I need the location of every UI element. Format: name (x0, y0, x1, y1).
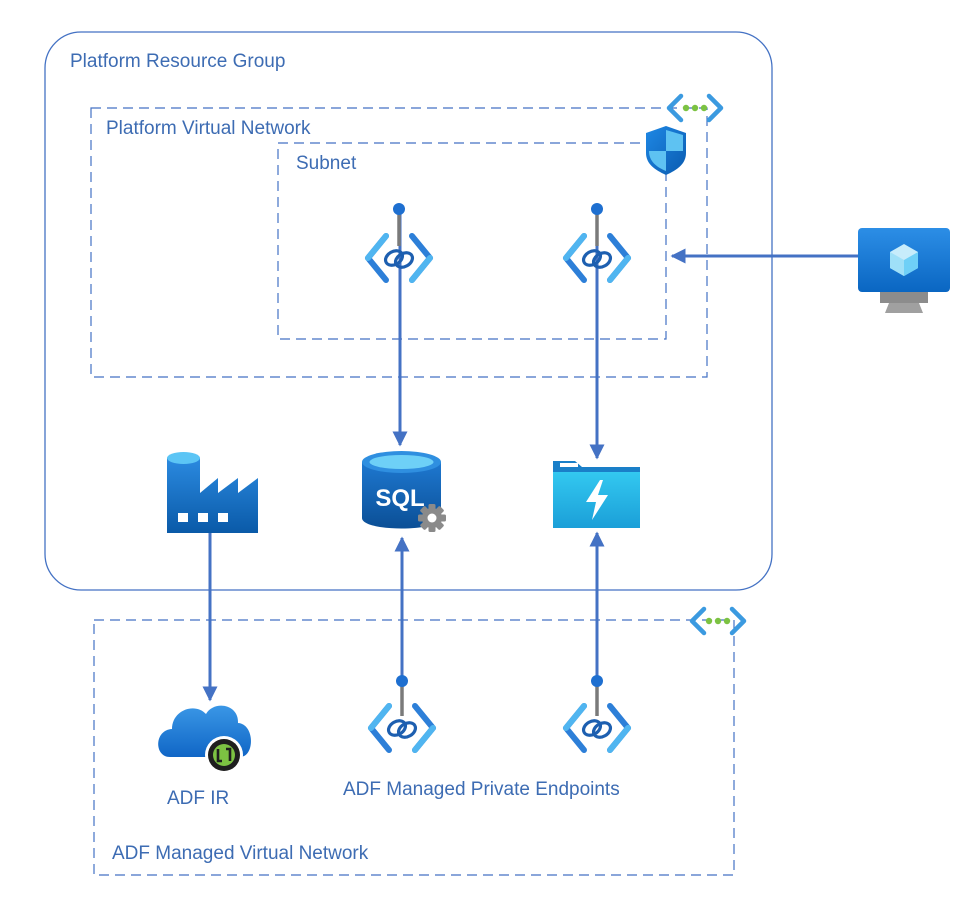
adf-ir-label: ADF IR (167, 788, 229, 809)
adf-managed-virtual-network-box (93, 619, 735, 876)
file-share-icon (553, 461, 640, 528)
adf-managed-private-endpoints-label: ADF Managed Private Endpoints (343, 779, 620, 800)
platform-resource-group-box (44, 31, 773, 591)
virtual-machine-icon (858, 228, 950, 313)
private-endpoint-icon (368, 203, 430, 280)
virtual-network-icon (692, 609, 744, 633)
private-endpoint-icon (566, 675, 628, 750)
platform-virtual-network-label: Platform Virtual Network (106, 118, 311, 139)
private-endpoint-icon (566, 203, 628, 280)
subnet-label: Subnet (296, 153, 357, 174)
integration-runtime-icon (158, 705, 252, 774)
data-factory-icon (167, 452, 258, 533)
sql-icon-label: SQL (375, 485, 424, 512)
gear-icon (418, 504, 446, 532)
private-endpoint-icon (371, 675, 433, 750)
platform-resource-group-label: Platform Resource Group (70, 51, 285, 72)
subnet-box (277, 142, 667, 340)
adf-managed-virtual-network-label: ADF Managed Virtual Network (112, 843, 369, 864)
sql-server-icon: SQL (362, 451, 446, 532)
network-security-group-icon (646, 126, 686, 175)
